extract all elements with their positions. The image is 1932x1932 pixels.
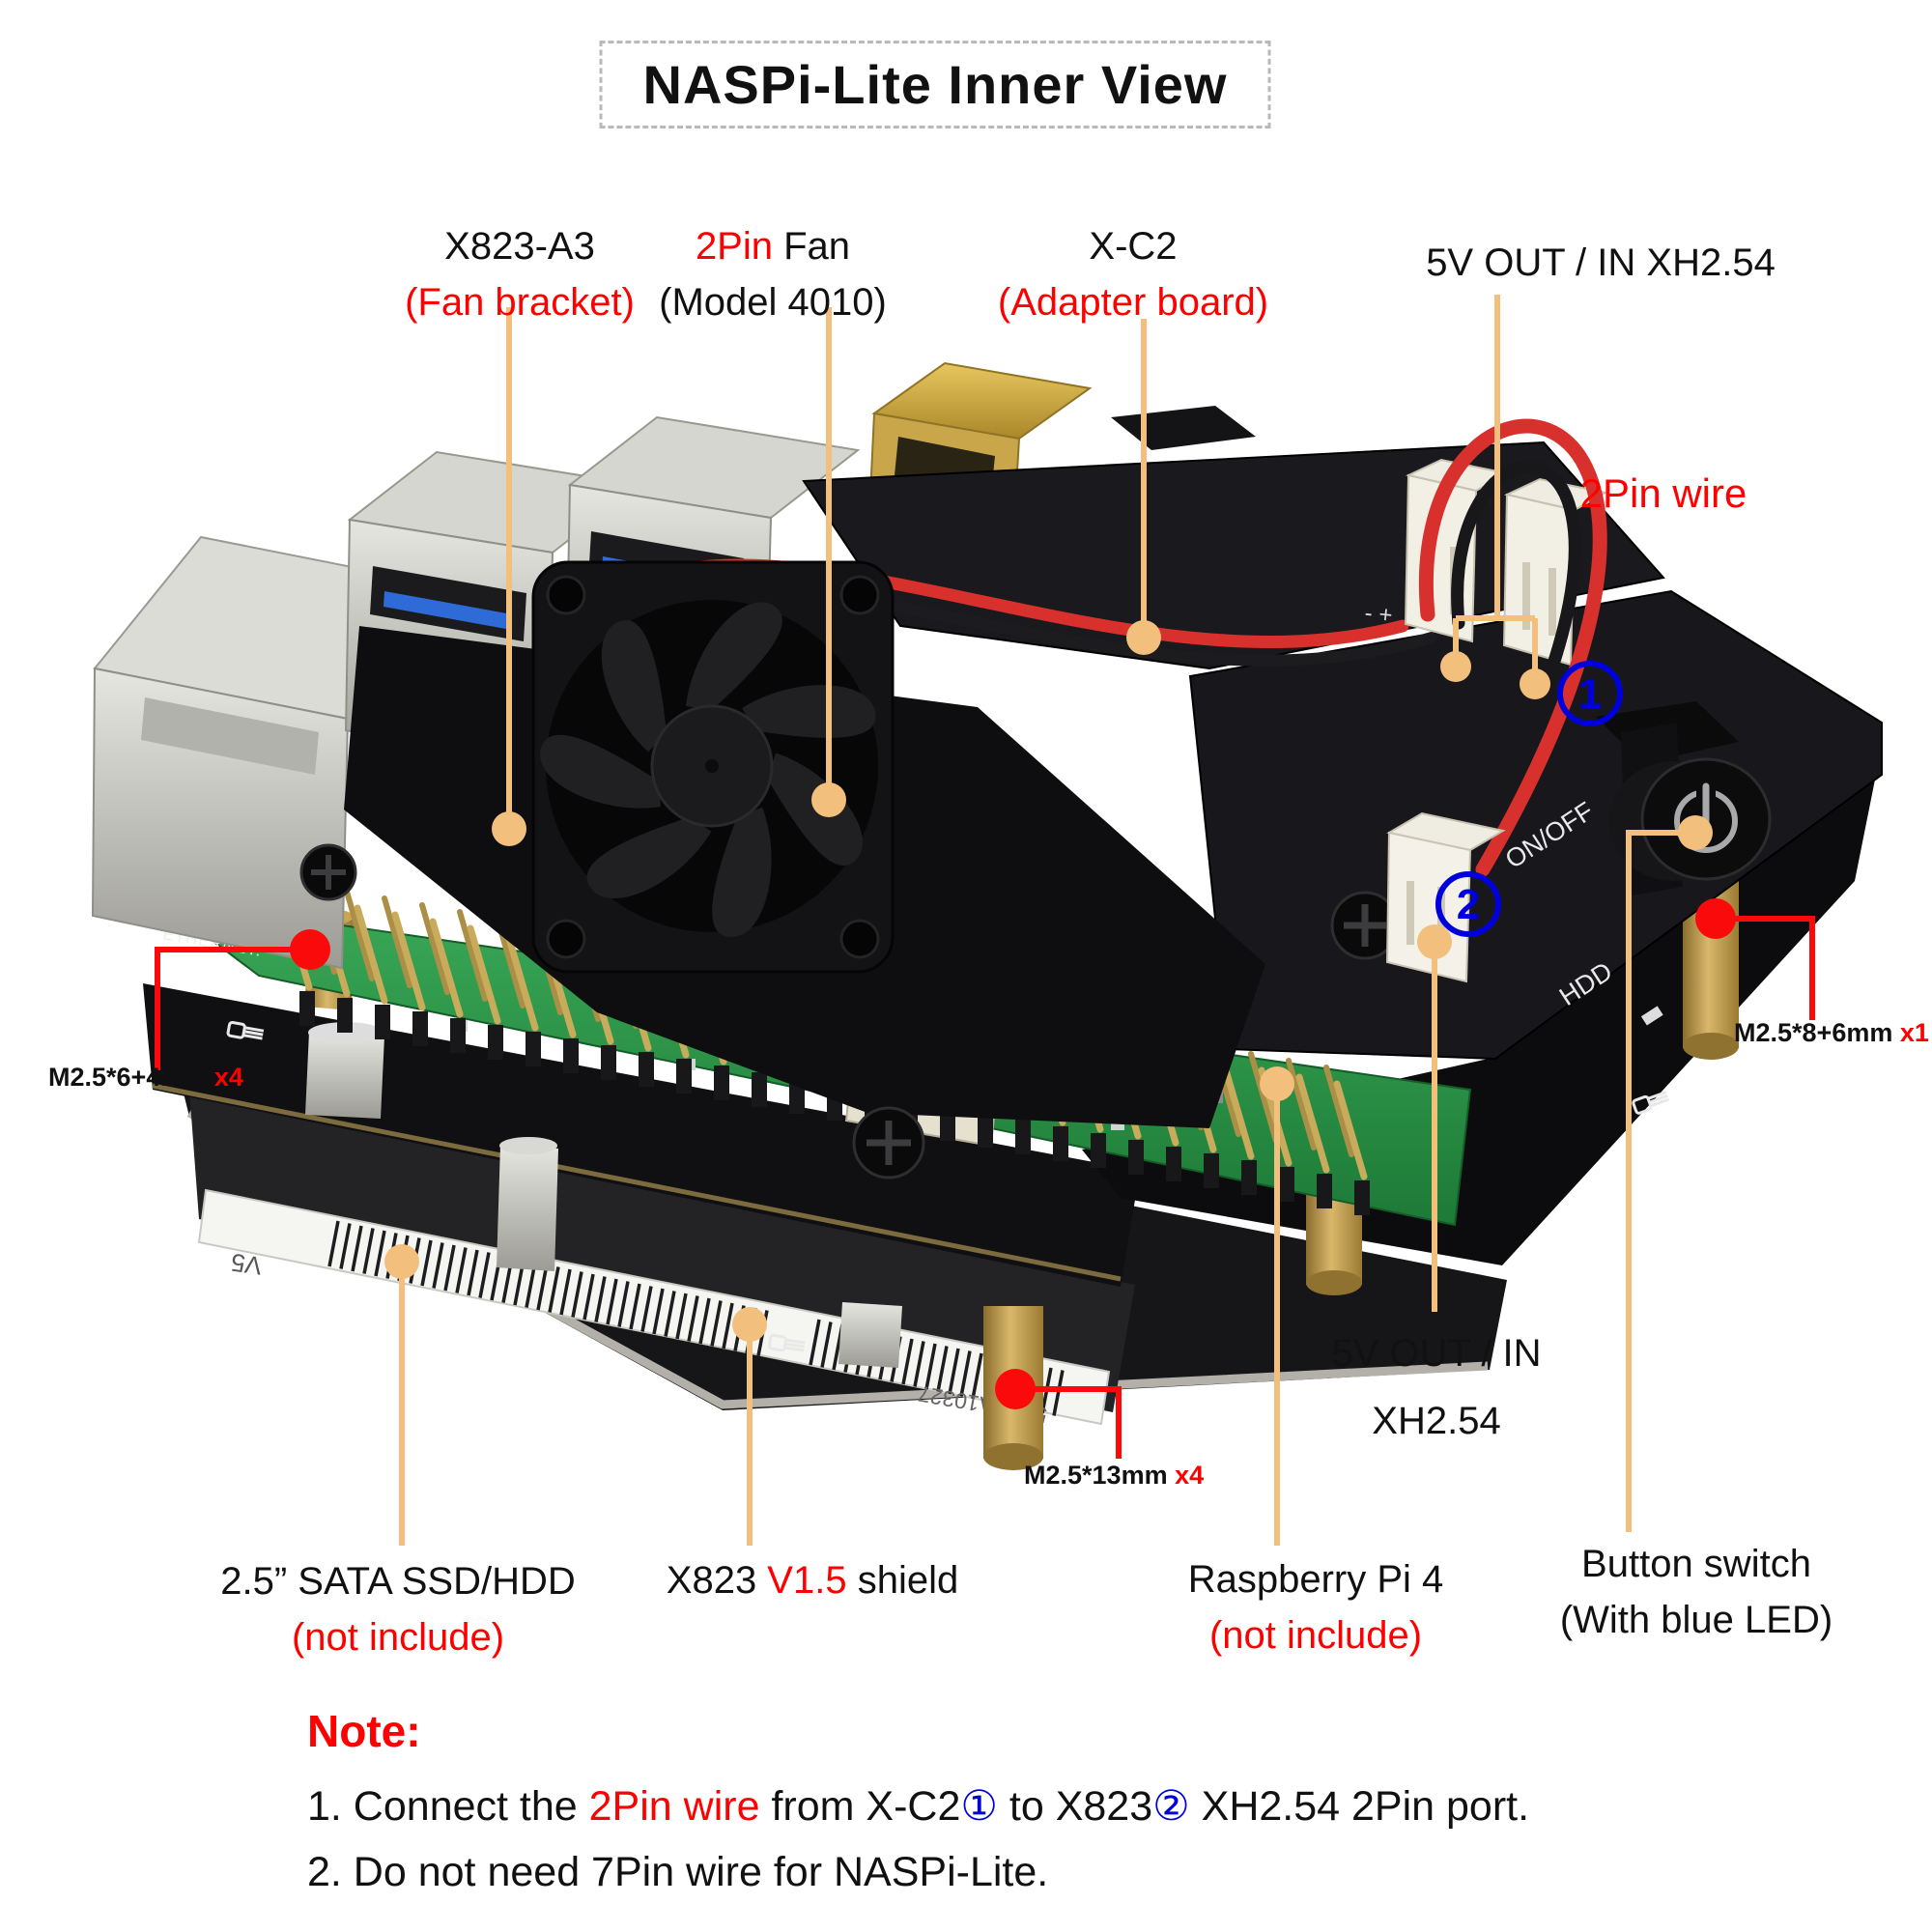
label-2pin-wire: 2Pin wire <box>1579 470 1747 516</box>
leader-lines-orange <box>399 295 1695 1546</box>
smd-chip <box>1111 406 1256 450</box>
leader-dots-red <box>290 898 1736 1409</box>
barcode <box>327 1220 769 1356</box>
svg-text:1: 1 <box>1578 670 1602 718</box>
label-xh-bottom: 5V OUT / IN XH2.54 <box>1331 1332 1542 1442</box>
xh-connector-2 <box>1502 477 1608 667</box>
hdd-led <box>1640 1006 1663 1026</box>
note-block: Note: 1. Connect the 2Pin wire from X-C2… <box>307 1696 1529 1906</box>
power-icon <box>1674 782 1738 853</box>
svg-text:2: 2 <box>1457 881 1480 928</box>
label-screw-left: M2.5*6+4mm x4 <box>48 1063 243 1092</box>
note-line-2: 2. Do not need 7Pin wire for NASPi-Lite. <box>307 1849 1049 1896</box>
label-xh-top: 5V OUT / IN XH2.54 <box>1426 242 1776 284</box>
bracket-screw <box>299 843 357 901</box>
note-line-1: 1. Connect the 2Pin wire from X-C2① to X… <box>307 1782 1530 1830</box>
bracket-screw <box>852 1106 925 1179</box>
marker-2: 2 <box>1435 871 1501 937</box>
label-fan: 2Pin Fan (Model 4010) <box>659 225 887 324</box>
marker-1: 1 <box>1557 661 1623 726</box>
ssd-version-text: V5 <box>229 1248 264 1281</box>
label-shield: X823 V1.5 shield <box>666 1559 959 1602</box>
note-heading: Note: <box>307 1706 421 1756</box>
power-button <box>1596 701 1772 896</box>
cooling-fan <box>531 560 895 974</box>
leader-lines-red <box>155 916 1815 1459</box>
page-title: NASPi-Lite Inner View <box>599 41 1271 128</box>
leader-dots-orange <box>384 620 1713 1342</box>
label-adapter-board: X-C2 (Adapter board) <box>997 225 1269 324</box>
label-screw-right: M2.5*8+6mm x1 <box>1734 1018 1929 1047</box>
label-screw-bottom: M2.5*13mm x4 <box>1024 1461 1205 1490</box>
label-ssd: 2.5” SATA SSD/HDD (not include) <box>220 1560 576 1659</box>
label-fan-bracket: X823-A3 (Fan bracket) <box>405 225 635 324</box>
label-raspberry-pi: Raspberry Pi 4 (not include) <box>1187 1558 1444 1657</box>
label-button-switch: Button switch (With blue LED) <box>1559 1543 1833 1641</box>
